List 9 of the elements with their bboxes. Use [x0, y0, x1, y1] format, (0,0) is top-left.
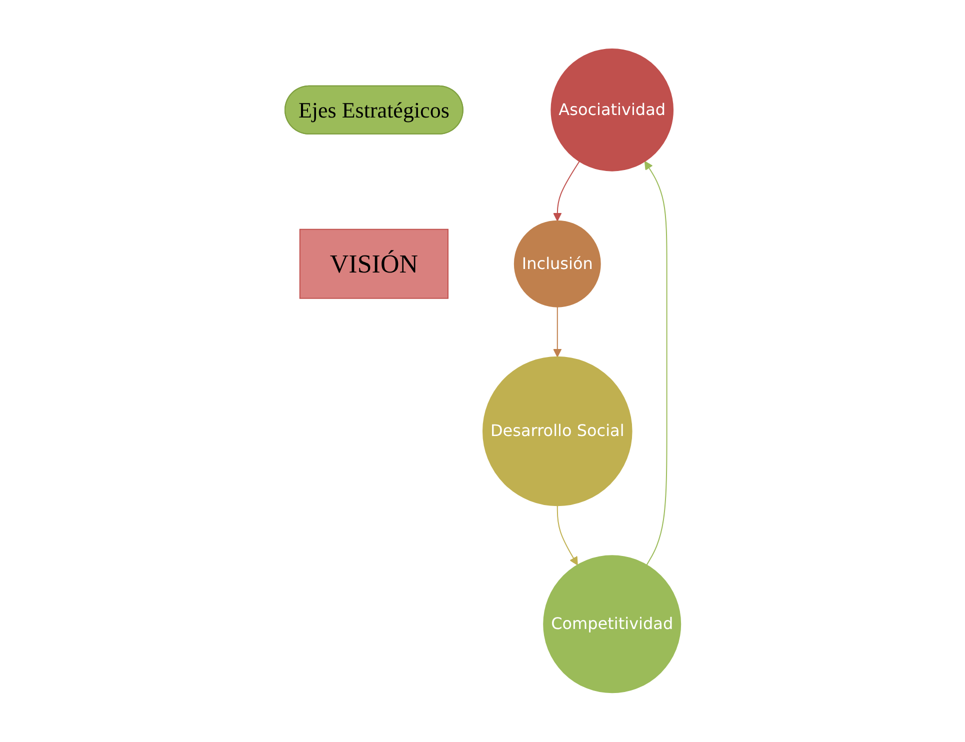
- arrow: [552, 306, 562, 358]
- arrow: [552, 161, 580, 222]
- node-circle: Desarrollo Social: [482, 356, 632, 506]
- node-circle: Asociatividad: [550, 48, 674, 172]
- node-circle: Inclusión: [514, 220, 601, 308]
- arrow: [644, 161, 667, 566]
- node-box: VISIÓN: [299, 229, 448, 300]
- arrow: [556, 505, 578, 566]
- node-circle: Competitividad: [542, 555, 681, 694]
